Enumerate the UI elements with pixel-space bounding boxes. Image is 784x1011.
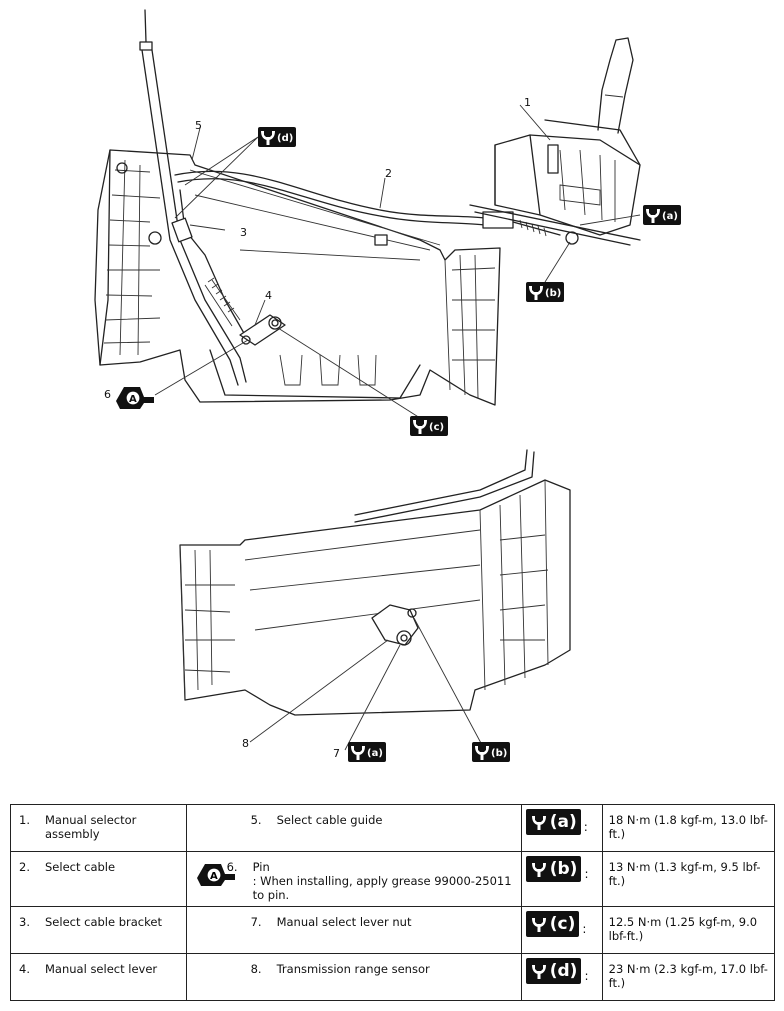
torque-badge: (d) bbox=[525, 958, 582, 984]
item-label: Manual select lever bbox=[45, 962, 158, 976]
callout-labels: 1 2 3 4 5 6 7 8 bbox=[104, 96, 531, 760]
svg-text:(c): (c) bbox=[429, 422, 444, 433]
wrench-icon bbox=[531, 965, 546, 979]
torque-badge: (c) bbox=[525, 911, 580, 937]
item-label: Manual select lever nut bbox=[276, 915, 412, 929]
svg-text:(d): (d) bbox=[277, 133, 293, 144]
item-number: 2. bbox=[19, 860, 30, 874]
torque-value: 13 N·m (1.3 kgf-m, 9.5 lbf-ft.) bbox=[601, 851, 776, 907]
torque-badge: (b) bbox=[525, 856, 582, 882]
select-cable bbox=[171, 170, 561, 336]
svg-text:(a): (a) bbox=[662, 211, 678, 222]
callout-6: 6 bbox=[104, 388, 111, 401]
callout-7: 7 bbox=[333, 747, 340, 760]
transmission-top bbox=[94, 149, 501, 406]
callout-4: 4 bbox=[265, 289, 272, 302]
item-number: 4. bbox=[19, 962, 30, 976]
torque-badge-a: (a) bbox=[643, 205, 681, 225]
item-label: Select cable bracket bbox=[45, 915, 162, 929]
legend-table: 1. Manual selector assembly 5. Select cabl… bbox=[10, 804, 776, 1001]
item-label: Select cable bbox=[45, 860, 116, 874]
torque-badge-b-top: (b) bbox=[526, 282, 564, 302]
svg-text:(b): (b) bbox=[545, 288, 561, 299]
callout-5: 5 bbox=[195, 119, 202, 132]
item-label: Pin bbox=[252, 860, 270, 874]
callout-8: 8 bbox=[242, 737, 249, 750]
torque-value: 12.5 N·m (1.25 kgf-m, 9.0 lbf-ft.) bbox=[601, 906, 776, 954]
callout-1: 1 bbox=[524, 96, 531, 109]
legend-row: 2. Select cable A 6. Pin: When installing,… bbox=[10, 851, 776, 907]
transmission-bottom bbox=[179, 449, 571, 716]
filler-tube bbox=[139, 9, 247, 386]
torque-badge-c: (c) bbox=[410, 416, 448, 436]
grease-icon: A bbox=[196, 864, 235, 886]
item-number: 8. bbox=[250, 962, 262, 976]
item-label: Select cable guide bbox=[276, 813, 383, 827]
leader-lines bbox=[154, 104, 641, 751]
torque-badge: (a) bbox=[525, 809, 581, 835]
item-note: : When installing, apply grease 99000-25… bbox=[252, 874, 512, 902]
grease-letter: A bbox=[129, 394, 137, 405]
callout-2: 2 bbox=[385, 167, 392, 180]
item-number: 6. bbox=[226, 860, 238, 874]
wrench-icon bbox=[531, 918, 546, 932]
item-label: Manual selector assembly bbox=[45, 813, 137, 841]
torque-badge-a-bottom: (a) bbox=[348, 742, 386, 762]
wrench-icon bbox=[531, 863, 546, 877]
item-label: Transmission range sensor bbox=[276, 962, 430, 976]
svg-text:(b): (b) bbox=[491, 748, 507, 759]
legend-row: 1. Manual selector assembly 5. Select cabl… bbox=[10, 804, 776, 852]
svg-text:A: A bbox=[210, 871, 218, 882]
item-number: 7. bbox=[250, 915, 262, 929]
manual-select-lever bbox=[239, 314, 286, 346]
grease-pin-icon: A bbox=[116, 387, 154, 409]
torque-value: 23 N·m (2.3 kgf-m, 17.0 lbf-ft.) bbox=[601, 953, 776, 1001]
manual-selector-assembly bbox=[469, 37, 641, 246]
torque-value: 18 N·m (1.8 kgf-m, 13.0 lbf-ft.) bbox=[601, 804, 776, 852]
exploded-diagram: 1 2 3 4 5 6 7 8 A (d) (a) (b) (c) (a) bbox=[94, 9, 681, 762]
torque-badge-d: (d) bbox=[258, 127, 296, 147]
item-number: 5. bbox=[250, 813, 262, 827]
legend-row: 3. Select cable bracket 7. Manual select l… bbox=[10, 906, 776, 954]
callout-3: 3 bbox=[240, 226, 247, 239]
item-number: 3. bbox=[19, 915, 30, 929]
legend-row: 4. Manual select lever 8. Transmission ran… bbox=[10, 953, 776, 1001]
item-number: 1. bbox=[19, 813, 30, 827]
svg-text:(a): (a) bbox=[367, 748, 383, 759]
wrench-icon bbox=[531, 816, 546, 830]
torque-badge-b-bottom: (b) bbox=[472, 742, 510, 762]
